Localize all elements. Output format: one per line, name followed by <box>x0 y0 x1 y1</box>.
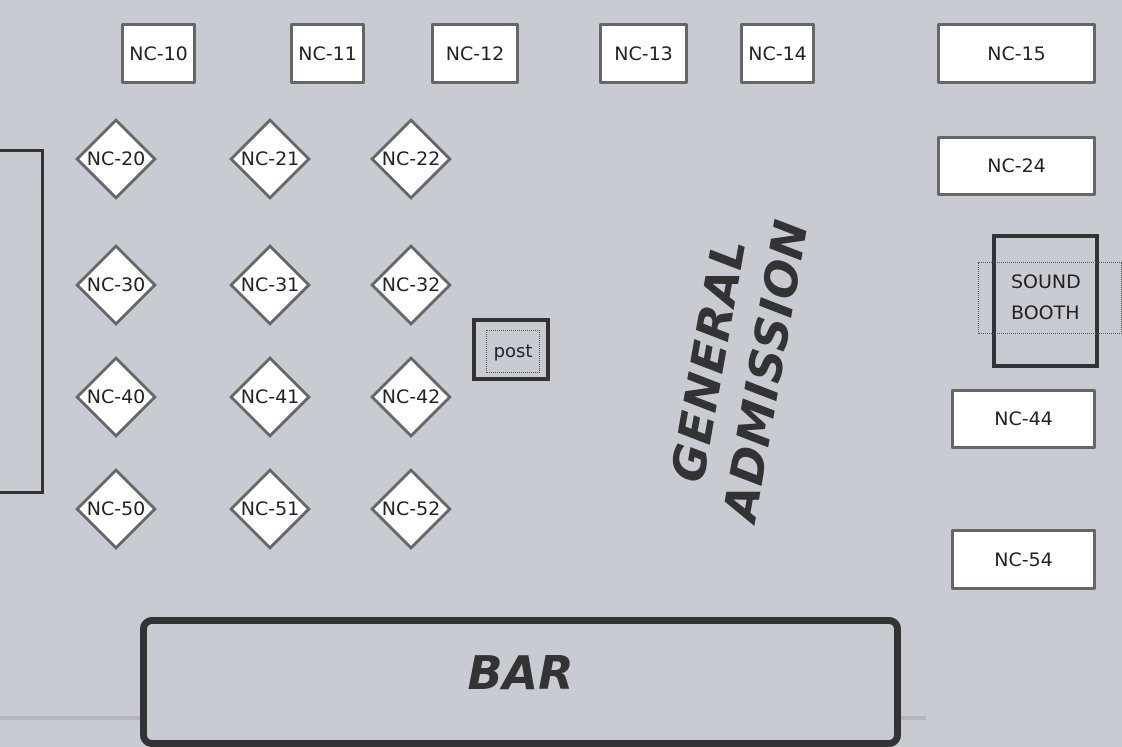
table-nc-44[interactable]: NC-44 <box>951 389 1096 449</box>
table-nc-42[interactable]: NC-42 <box>369 355 453 439</box>
table-nc-12[interactable]: NC-12 <box>431 23 519 84</box>
table-label: NC-31 <box>240 274 300 296</box>
floor-edge-right <box>900 716 926 720</box>
table-nc-51[interactable]: NC-51 <box>228 467 312 551</box>
table-nc-13[interactable]: NC-13 <box>599 23 688 84</box>
table-nc-52[interactable]: NC-52 <box>369 467 453 551</box>
table-label: NC-20 <box>86 148 146 170</box>
table-label: NC-52 <box>381 498 441 520</box>
table-nc-20[interactable]: NC-20 <box>74 117 158 201</box>
sound-booth-label: SOUND BOOTH <box>978 262 1122 334</box>
table-label: NC-41 <box>240 386 300 408</box>
table-label: NC-50 <box>86 498 146 520</box>
floor-edge-left <box>0 716 140 720</box>
table-label: NC-42 <box>381 386 441 408</box>
table-nc-21[interactable]: NC-21 <box>228 117 312 201</box>
sound-booth-line1: SOUND <box>1011 271 1081 293</box>
table-nc-50[interactable]: NC-50 <box>74 467 158 551</box>
table-nc-30[interactable]: NC-30 <box>74 243 158 327</box>
general-admission-area: GENERAL ADMISSION <box>653 205 820 526</box>
table-nc-24[interactable]: NC-24 <box>937 136 1096 196</box>
table-nc-41[interactable]: NC-41 <box>228 355 312 439</box>
table-label: NC-40 <box>86 386 146 408</box>
table-label: NC-22 <box>381 148 441 170</box>
table-nc-15[interactable]: NC-15 <box>937 23 1096 84</box>
table-nc-40[interactable]: NC-40 <box>74 355 158 439</box>
sound-booth-line2: BOOTH <box>1011 302 1080 324</box>
bar-area: BAR <box>140 617 901 747</box>
sound-booth <box>992 234 1099 368</box>
table-nc-54[interactable]: NC-54 <box>951 529 1096 590</box>
post-label: post <box>486 330 540 373</box>
table-nc-32[interactable]: NC-32 <box>369 243 453 327</box>
stage <box>0 149 44 494</box>
table-label: NC-30 <box>86 274 146 296</box>
table-label: NC-21 <box>240 148 300 170</box>
table-nc-14[interactable]: NC-14 <box>740 23 815 84</box>
bar-label: BAR <box>467 646 574 700</box>
table-nc-10[interactable]: NC-10 <box>121 23 196 84</box>
table-nc-22[interactable]: NC-22 <box>369 117 453 201</box>
table-label: NC-32 <box>381 274 441 296</box>
post: post <box>472 318 550 381</box>
table-label: NC-51 <box>240 498 300 520</box>
table-nc-11[interactable]: NC-11 <box>290 23 365 84</box>
table-nc-31[interactable]: NC-31 <box>228 243 312 327</box>
